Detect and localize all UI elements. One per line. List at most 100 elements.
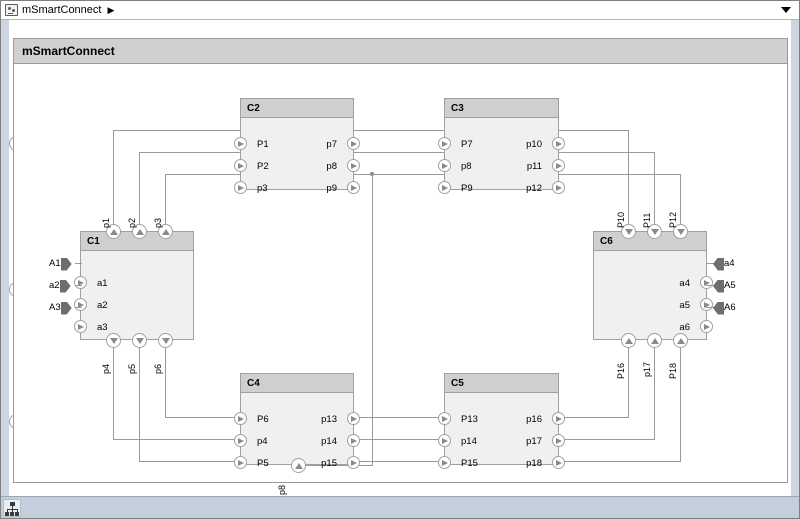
block-c1-top-port-3-icon[interactable] [158,224,173,239]
block-c3-input-port-1-icon[interactable] [438,137,451,150]
breadcrumb-model-name[interactable]: mSmartConnect [22,3,102,16]
block-c3-output-port-2-icon[interactable] [552,159,565,172]
block-c6-connector-3-label: A6 [724,302,736,314]
block-c3-input-port-2-icon[interactable] [438,159,451,172]
block-c6-top-port-3-label: P12 [668,211,678,228]
wire-c1p3-c2p3-v [165,174,166,238]
block-c6-top-port-1-icon[interactable] [621,224,636,239]
block-c5-input-port-1-icon[interactable] [438,412,451,425]
wire-c3p10-c6P10-h [559,130,629,131]
wire-c1p4-c4p4-h [113,439,240,440]
block-c5-input-port-3-icon[interactable] [438,456,451,469]
block-c1-connector-2[interactable]: a2 [49,279,71,293]
wire-c2p8-c3p8 [354,152,444,153]
block-c1-connector-1[interactable]: A1 [49,257,72,271]
block-c1-top-port-2-icon[interactable] [132,224,147,239]
block-c3-title: C3 [445,99,558,118]
block-c1-connector-2-label: a2 [49,280,60,292]
block-c6-connector-2[interactable]: A5 [713,279,736,293]
wire-c5p17-c6p17-v [654,348,655,440]
block-c6-top-port-3-icon[interactable] [673,224,688,239]
block-c5-output-port-1-label: p16 [526,414,542,425]
block-c4-output-port-3-label: p15 [321,458,337,469]
block-c6-top-port-2-icon[interactable] [647,224,662,239]
block-c6-connector-3-stub [706,307,714,308]
block-c1-connector-3-stub [75,307,82,308]
block-c1-top-port-1-icon[interactable] [106,224,121,239]
block-c6-output-port-3-icon[interactable] [700,320,713,333]
block-c6-bottom-port-3-icon[interactable] [673,333,688,348]
block-c6-bottom-port-2-icon[interactable] [647,333,662,348]
block-c4-output-port-1-label: p13 [321,414,337,425]
wire-c1p2-c2P2-v [139,152,140,238]
wire-c1p6-c4P6-h [165,417,240,418]
block-c1-bottom-port-3-label: p6 [153,363,163,374]
block-c1-input-port-1-label: a1 [97,278,108,289]
wire-c1p1-c2P1-h [113,130,240,131]
block-c4-input-port-2-icon[interactable] [234,434,247,447]
block-c1[interactable]: C1 a1 a2 a3 [74,231,194,340]
block-c3-input-port-3-icon[interactable] [438,181,451,194]
block-c4-output-port-2-icon[interactable] [347,434,360,447]
block-c4-bottom-port-1-label: p8 [277,484,287,495]
block-c5-output-port-2-label: p17 [526,436,542,447]
block-c6[interactable]: C6 a4 a5 a6 [593,231,713,340]
block-c6-bottom-port-2-label: p17 [642,361,652,377]
block-c6-connector-1-stub [706,263,714,264]
block-c6-connector-3[interactable]: A6 [713,301,736,315]
block-c6-connector-1[interactable]: a4 [713,257,735,271]
block-c4-input-port-1-icon[interactable] [234,412,247,425]
block-c3-output-port-1-icon[interactable] [552,137,565,150]
block-c1-input-port-2-icon[interactable] [74,298,87,311]
block-c5-output-port-2-icon[interactable] [552,434,565,447]
block-c5-input-port-3-label: P15 [461,458,478,469]
block-c2-output-port-2-icon[interactable] [347,159,360,172]
diagram-canvas[interactable]: A1 a2 A3 a4 A5 A6 mSmartConn [1,20,799,496]
block-c5-output-port-3-icon[interactable] [552,456,565,469]
block-c1-top-port-3-label: p3 [153,217,163,228]
block-c3-output-port-2-label: p11 [526,161,542,172]
block-c2-input-port-3-icon[interactable] [234,181,247,194]
block-c3-output-port-3-icon[interactable] [552,181,565,194]
block-c2[interactable]: C2 P1 P2 p3 p7 p8 p9 [234,98,360,194]
block-c4-input-port-3-icon[interactable] [234,456,247,469]
block-c6-bottom-port-1-label: P16 [616,362,626,379]
block-c1-input-port-3-icon[interactable] [74,320,87,333]
block-c2-input-port-2-icon[interactable] [234,159,247,172]
port-arrow-icon [713,301,724,315]
block-c6-output-port-1-icon[interactable] [700,276,713,289]
wire-c1p1-c2P1-v [113,130,114,238]
block-c1-bottom-port-3-icon[interactable] [158,333,173,348]
wire-c5p16-c6P16-h [559,417,629,418]
block-c1-connector-3[interactable]: A3 [49,301,72,315]
block-c2-input-port-1-icon[interactable] [234,137,247,150]
block-c2-output-port-3-icon[interactable] [347,181,360,194]
block-c4-title: C4 [241,374,353,393]
block-c4[interactable]: C4 P6 p4 P5 p13 p14 p15 [234,373,360,469]
block-c2-output-port-1-icon[interactable] [347,137,360,150]
block-c6-output-port-2-icon[interactable] [700,298,713,311]
hierarchy-icon[interactable] [3,498,21,517]
block-c1-connector-1-stub [75,263,82,264]
block-c1-bottom-port-2-icon[interactable] [132,333,147,348]
wire-c1p5-c4P5-h [139,461,240,462]
block-c5-input-port-2-icon[interactable] [438,434,451,447]
block-c5[interactable]: C5 P13 p14 P15 p16 p17 p18 [438,373,565,469]
block-c2-output-port-2-label: p8 [326,161,337,172]
block-c6-bottom-port-1-icon[interactable] [621,333,636,348]
block-c1-input-port-1-icon[interactable] [74,276,87,289]
block-c3-output-port-1-label: p10 [526,139,542,150]
block-c3[interactable]: C3 P7 p8 P9 p10 p11 p12 [438,98,565,194]
chevron-down-icon[interactable] [781,7,791,13]
block-c6-output-port-1-label: a4 [679,278,690,289]
block-c1-connector-1-label: A1 [49,258,61,270]
block-c1-bottom-port-1-icon[interactable] [106,333,121,348]
block-c4-output-port-1-icon[interactable] [347,412,360,425]
block-c4-output-port-3-icon[interactable] [347,456,360,469]
wire-c4p15-c5P15 [354,461,444,462]
block-c4-bottom-port-1-icon[interactable] [291,458,306,473]
canvas-left-edge-strip [1,20,9,496]
block-c5-output-port-1-icon[interactable] [552,412,565,425]
block-c6-body: a4 a5 a6 [594,251,713,339]
block-c5-body: P13 p14 P15 p16 p17 p18 [438,393,565,469]
